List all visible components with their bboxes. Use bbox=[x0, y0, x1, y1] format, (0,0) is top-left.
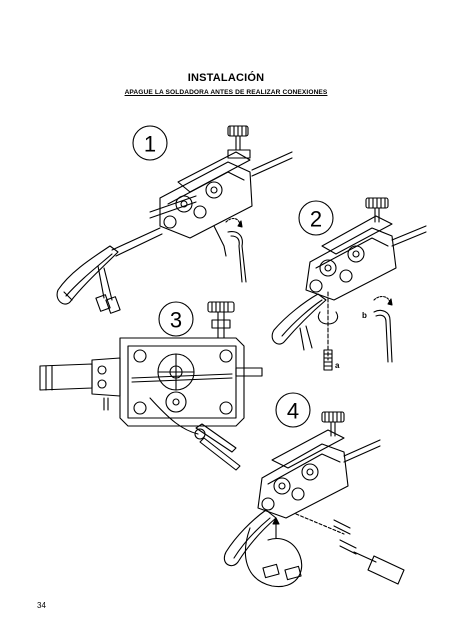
step-2-number: 2 bbox=[310, 207, 322, 232]
callout-b: b bbox=[362, 311, 367, 320]
safety-warning: APAGUE LA SOLDADORA ANTES DE REALIZAR CO… bbox=[124, 89, 328, 96]
step-4-badge bbox=[275, 392, 311, 428]
step-1-badge bbox=[132, 125, 168, 161]
step-2-badge bbox=[298, 200, 334, 236]
page-number: 34 bbox=[37, 601, 46, 610]
step-2-illustration bbox=[271, 197, 427, 371]
section-title: INSTALACIÓN bbox=[187, 72, 265, 84]
step-3-number: 3 bbox=[170, 308, 182, 333]
step-3-illustration bbox=[39, 301, 263, 471]
step-1-illustration bbox=[56, 125, 293, 314]
callout-a: a bbox=[335, 361, 340, 370]
step-4-illustration bbox=[223, 411, 405, 588]
step-4-number: 4 bbox=[287, 399, 299, 424]
step-3-badge bbox=[158, 301, 194, 337]
step-1-number: 1 bbox=[144, 132, 156, 157]
